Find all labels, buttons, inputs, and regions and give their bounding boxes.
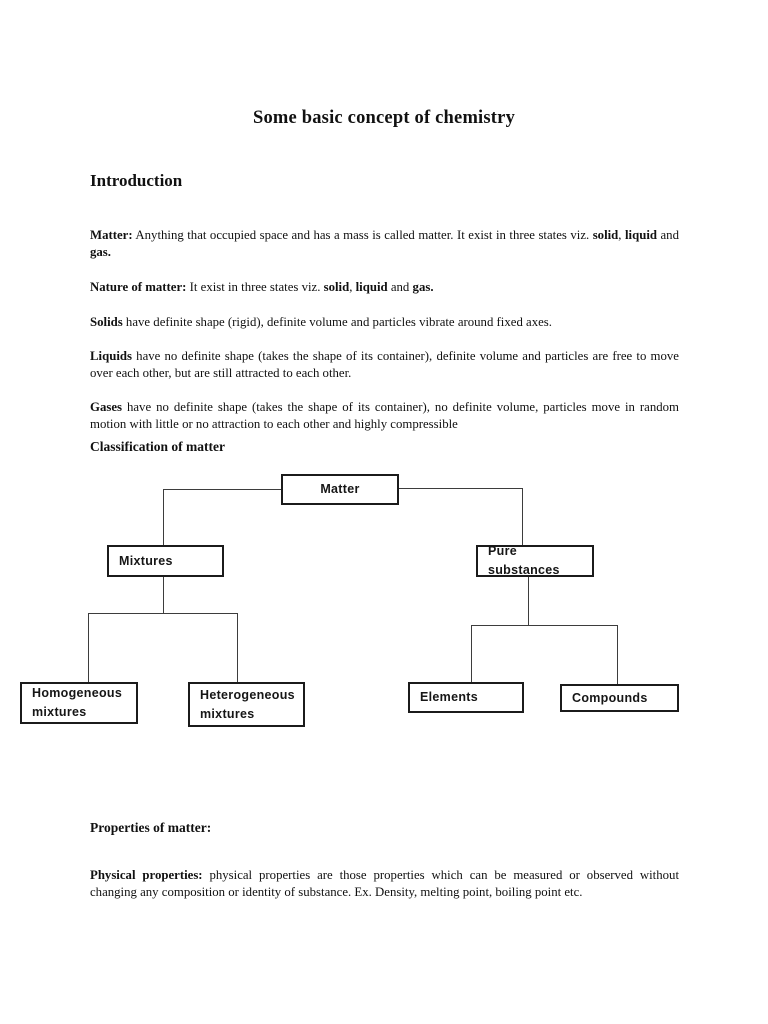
diagram-node-heterogeneous-mixtures: Heterogeneous mixtures (188, 682, 305, 727)
page-title: Some basic concept of chemistry (252, 108, 516, 128)
paragraph-text: physical properties are those properties… (90, 867, 679, 899)
connector-line (522, 488, 524, 545)
diagram-node-pure-substances: Pure substances (476, 544, 594, 577)
bold-term: liquid (355, 279, 388, 294)
paragraph-lead: Liquids (90, 348, 132, 363)
paragraph-lead: Solids (90, 314, 123, 329)
paragraph-text: , (618, 227, 625, 242)
connector-line (237, 613, 239, 682)
diagram-node-matter: Matter (281, 474, 399, 505)
bold-term: gas. (90, 244, 111, 259)
connector-line (528, 576, 530, 625)
diagram-node-mixtures: Mixtures (107, 545, 224, 577)
paragraph-lead: Physical properties: (90, 867, 203, 882)
connector-line (163, 489, 165, 545)
bold-term: solid (592, 227, 619, 242)
paragraph-nature-of-matter: Nature of matter: It exist in three stat… (90, 279, 679, 296)
paragraph-gases: Gases have no definite shape (takes the … (90, 399, 679, 433)
paragraph-solids: Solids have definite shape (rigid), defi… (90, 314, 679, 331)
connector-line (471, 625, 473, 682)
paragraph-liquids: Liquids have no definite shape (takes th… (90, 348, 679, 382)
connector-line (617, 625, 619, 684)
diagram-node-homogeneous-mixtures: Homogeneous mixtures (20, 682, 138, 724)
connector-line (88, 613, 238, 615)
connector-line (399, 488, 523, 490)
bold-term: solid (323, 279, 350, 294)
paragraph-text: It exist in three states viz. (186, 279, 324, 294)
paragraph-matter: Matter: Anything that occupied space and… (90, 227, 679, 261)
paragraph-physical-properties: Physical properties: physical properties… (90, 867, 679, 901)
paragraph-text: , (349, 279, 356, 294)
bold-term: gas. (412, 279, 434, 294)
paragraph-text: have definite shape (rigid), definite vo… (122, 314, 552, 329)
paragraph-lead: Nature of matter: (90, 279, 187, 294)
paragraph-text: and (387, 279, 413, 294)
paragraph-lead: Gases (90, 399, 122, 414)
connector-line (163, 576, 165, 613)
paragraph-lead: Matter: (90, 227, 133, 242)
paragraph-text: have no definite shape (takes the shape … (90, 399, 679, 431)
diagram-node-compounds: Compounds (560, 684, 679, 712)
bold-term: liquid (624, 227, 658, 242)
paragraph-text: have no definite shape (takes the shape … (90, 348, 679, 380)
properties-heading: Properties of matter: (90, 820, 212, 835)
connector-line (88, 613, 90, 682)
connector-line (163, 489, 282, 491)
connector-line (471, 625, 618, 627)
diagram-node-elements: Elements (408, 682, 524, 713)
intro-heading: Introduction (90, 171, 183, 190)
classification-heading: Classification of matter (90, 439, 225, 454)
paragraph-text: and (657, 227, 679, 242)
paragraph-text: Anything that occupied space and has a m… (132, 227, 593, 242)
